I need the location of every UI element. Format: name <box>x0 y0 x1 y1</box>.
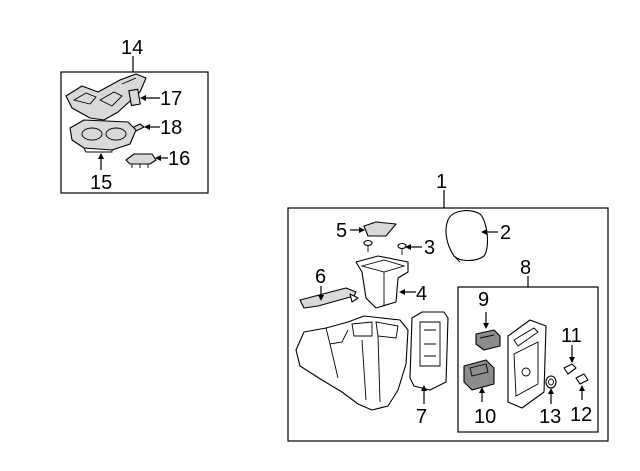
callout-4: 4 <box>416 283 427 305</box>
clip-17-part <box>128 88 141 107</box>
bracket-16-part <box>125 153 157 168</box>
fastener-3-part <box>363 239 407 255</box>
pad-5-part <box>363 221 397 237</box>
module-10-part <box>463 359 495 391</box>
bracket-7-part <box>409 311 449 391</box>
callout-8: 8 <box>520 257 531 279</box>
callout-13: 13 <box>539 406 561 428</box>
storage-bin-4-part <box>355 255 409 309</box>
console-body-part <box>295 315 409 411</box>
callout-9: 9 <box>478 289 489 311</box>
trim-strip-6-part <box>299 287 359 309</box>
callout-17: 17 <box>160 88 182 110</box>
plug-13-part <box>545 375 557 389</box>
callout-7: 7 <box>416 406 427 428</box>
connector-11-part <box>563 363 577 375</box>
callout-14: 14 <box>121 37 143 59</box>
trim-panel-part <box>507 319 547 409</box>
callout-6: 6 <box>315 266 326 288</box>
group-1-box <box>287 190 609 442</box>
connector-12-part <box>575 373 589 385</box>
callout-5: 5 <box>336 220 347 242</box>
cupholder-15-part <box>69 119 137 153</box>
callout-11: 11 <box>561 325 582 347</box>
callout-2: 2 <box>500 222 511 244</box>
callout-12: 12 <box>570 404 592 426</box>
callout-1: 1 <box>436 171 447 193</box>
switch-9-part <box>475 329 501 351</box>
cupholder-trim-part <box>65 73 147 121</box>
callout-15: 15 <box>90 172 112 194</box>
callout-16: 16 <box>168 148 190 170</box>
callout-18: 18 <box>160 117 182 139</box>
callout-10: 10 <box>474 406 496 428</box>
callout-3: 3 <box>424 237 435 259</box>
group-8-box <box>457 276 599 433</box>
armrest-lid-2-part <box>445 210 489 263</box>
group-14-box <box>60 56 209 194</box>
